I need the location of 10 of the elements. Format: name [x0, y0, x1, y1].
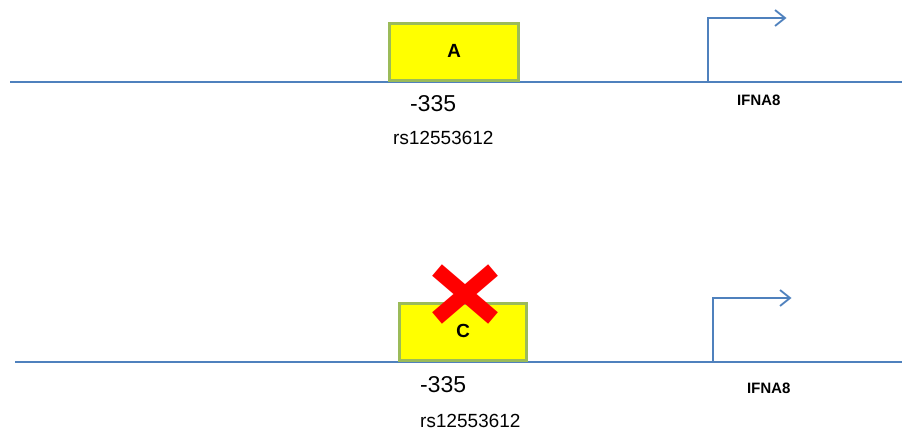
gene-name: IFNA8	[747, 380, 790, 397]
binding-site-box	[388, 22, 520, 82]
allele-label: A	[447, 41, 461, 63]
snp-id-label: rs12553612	[393, 128, 494, 150]
position-label: -335	[410, 90, 456, 117]
binding-site-box	[398, 302, 528, 362]
position-label: -335	[420, 371, 466, 398]
allele-label: C	[456, 321, 470, 343]
gene-name: IFNA8	[737, 92, 780, 109]
snp-id-label: rs12553612	[420, 411, 520, 433]
